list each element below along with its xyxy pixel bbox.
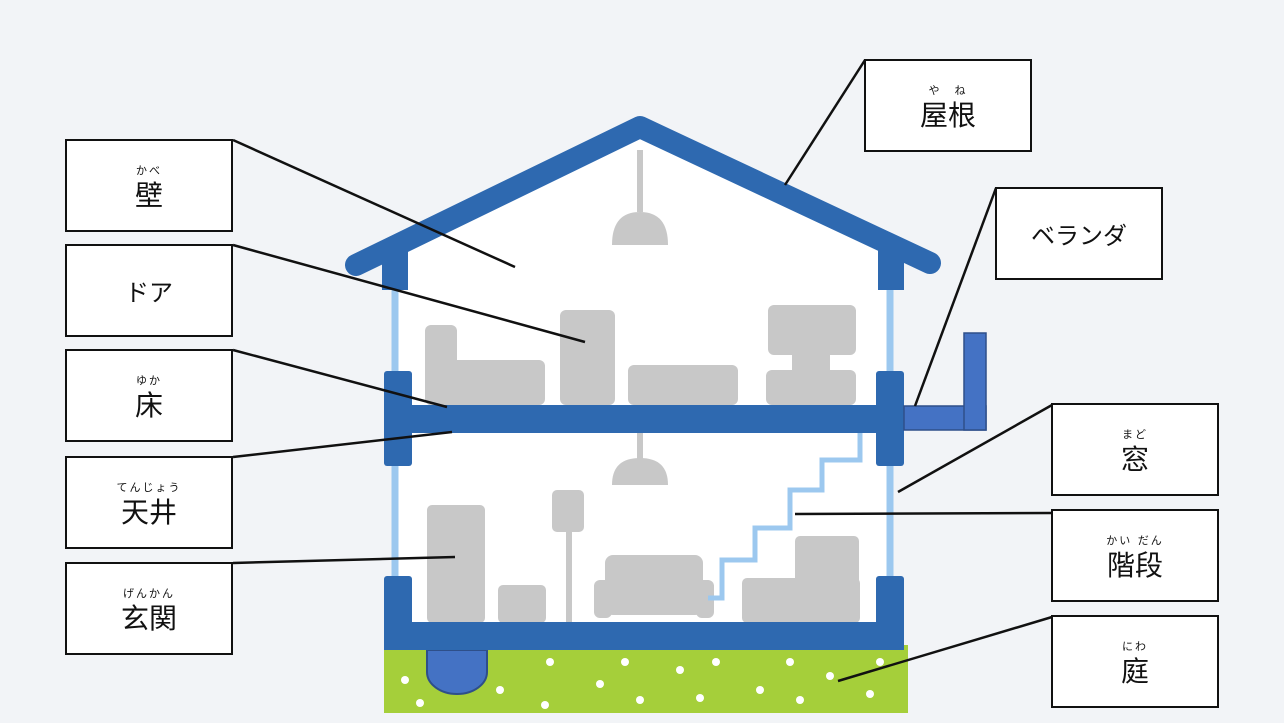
reading-kaidan: かい だん	[1106, 533, 1164, 547]
leader-kaidan	[794, 511, 1053, 516]
word-niwa: 庭	[1120, 654, 1149, 688]
word-yuka: 床	[134, 388, 163, 422]
label-kaidan: かい だん 階段	[1051, 509, 1219, 602]
veranda	[903, 332, 987, 431]
leader-beranda	[913, 187, 998, 407]
leader-doa	[232, 243, 586, 344]
label-genkan: げんかん 玄関	[65, 562, 233, 655]
leader-tenjou	[232, 430, 453, 459]
staircase	[708, 432, 863, 601]
lower-ceiling-lamp	[612, 432, 668, 485]
word-tenjou: 天井	[120, 495, 177, 529]
leader-lines	[232, 59, 1053, 683]
word-yane: 屋根	[919, 98, 976, 132]
label-tenjou: てんじょう 天井	[65, 456, 233, 549]
word-mado: 窓	[1120, 442, 1149, 476]
reading-niwa: にわ	[1121, 639, 1148, 653]
reading-tenjou: てんじょう	[116, 480, 182, 494]
label-beranda: ベランダ	[995, 187, 1163, 280]
leader-kabe	[232, 138, 516, 269]
word-beranda: ベランダ	[1031, 222, 1127, 250]
house-frame	[382, 248, 904, 650]
word-kaidan: 階段	[1106, 548, 1163, 582]
reading-yuka: ゆか	[135, 373, 162, 387]
leader-mado	[897, 403, 1053, 494]
word-doa: ドア	[125, 279, 173, 307]
reading-genkan: げんかん	[122, 586, 175, 600]
label-mado: まど 窓	[1051, 403, 1219, 496]
reading-yane: や ね	[928, 83, 968, 97]
label-niwa: にわ 庭	[1051, 615, 1219, 708]
leader-yane	[783, 59, 867, 186]
lower-floor-furniture	[427, 490, 860, 623]
label-kabe: かべ 壁	[65, 139, 233, 232]
leader-yuka	[232, 348, 448, 409]
upper-ceiling-lamp	[612, 150, 668, 245]
label-yane: や ね 屋根	[864, 59, 1032, 152]
word-genkan: 玄関	[120, 601, 177, 635]
leader-niwa	[837, 615, 1053, 683]
label-doa: ドア	[65, 244, 233, 337]
roof	[345, 116, 941, 276]
label-yuka: ゆか 床	[65, 349, 233, 442]
reading-mado: まど	[1121, 427, 1148, 441]
upper-floor-furniture	[425, 305, 856, 405]
reading-kabe: かべ	[135, 163, 162, 177]
word-kabe: 壁	[134, 178, 163, 212]
leader-genkan	[232, 555, 456, 565]
foundation-pier	[426, 649, 488, 695]
